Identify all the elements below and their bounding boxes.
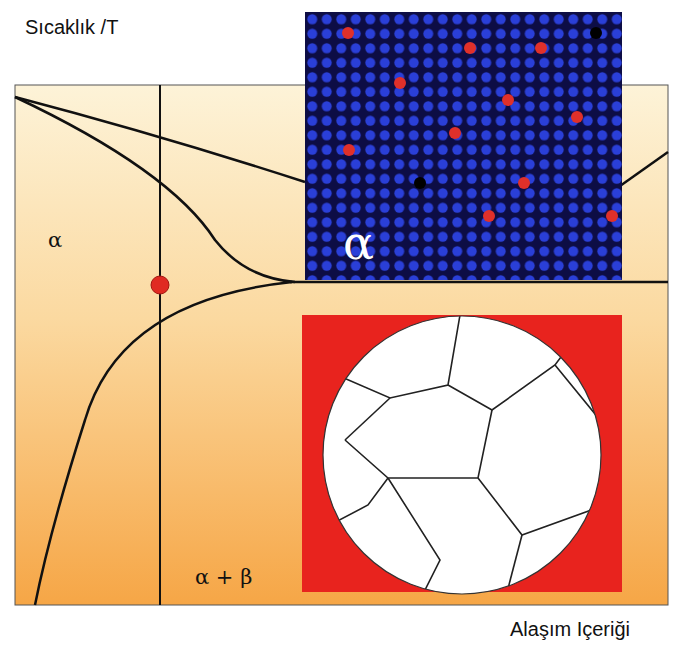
vacancy <box>414 177 426 189</box>
label-holder: Sıcaklık /T <box>25 16 118 39</box>
solute-atom <box>342 27 354 39</box>
region-label: α + β <box>195 565 252 589</box>
solute-atom <box>394 77 406 89</box>
label-holder: Alaşım Içeriği <box>510 618 630 641</box>
solute-atom <box>518 177 530 189</box>
solute-atom <box>535 42 547 54</box>
eutectic-line <box>290 281 668 284</box>
label-holder: α <box>48 228 62 252</box>
solvus-line <box>35 282 292 605</box>
vacancy <box>590 27 602 39</box>
solidus-line <box>15 97 295 282</box>
grain-sample <box>323 316 601 594</box>
label-holder: α + β <box>195 565 252 589</box>
grain-boundaries <box>330 315 610 600</box>
grain-sample-outline <box>323 316 601 594</box>
axis-label: Alaşım Içeriği <box>510 618 630 640</box>
solute-atom <box>483 210 495 222</box>
solute-atom <box>449 127 461 139</box>
liquidus-line <box>620 152 668 186</box>
axis-label: Sıcaklık /T <box>25 16 118 38</box>
solute-atom <box>464 42 476 54</box>
solute-atom <box>571 111 583 123</box>
lattice-inset: α <box>305 12 622 280</box>
phase-label: α <box>343 220 374 266</box>
solute-atom <box>606 210 618 222</box>
solute-atom <box>343 144 355 156</box>
region-label: α <box>48 228 62 252</box>
solute-atom <box>502 94 514 106</box>
composition-line <box>159 85 161 605</box>
state-point <box>151 276 169 294</box>
